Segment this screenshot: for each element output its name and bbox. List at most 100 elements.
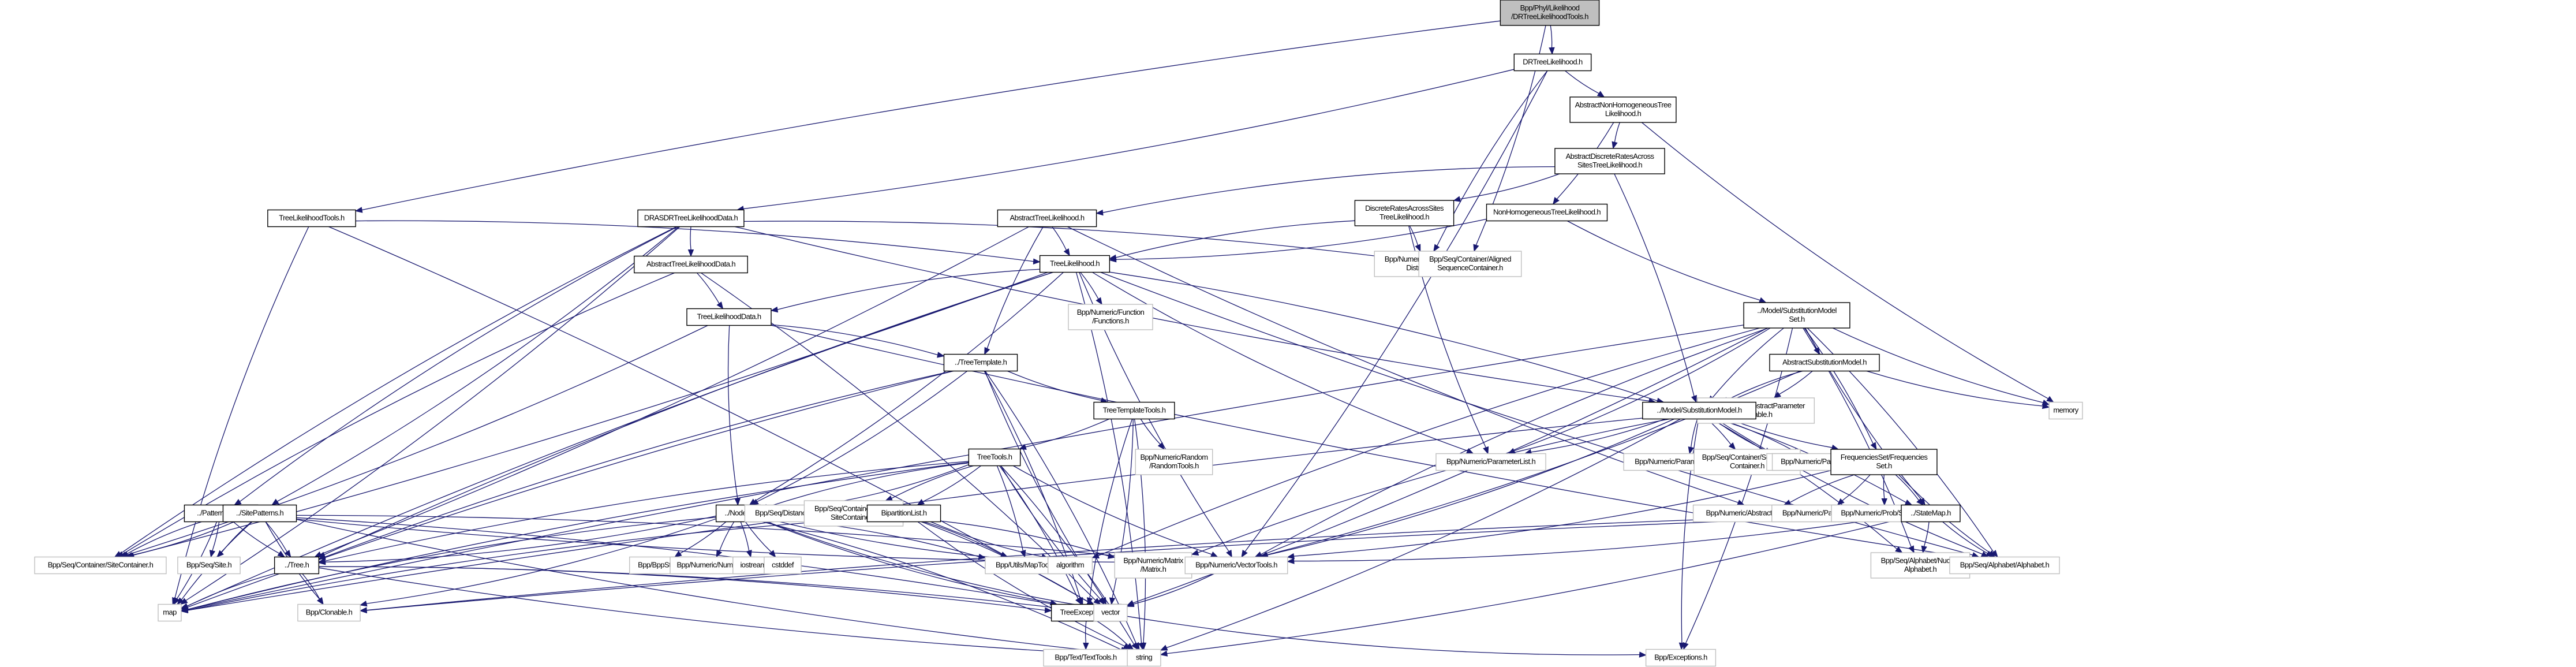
edge-anhtl-to-adrastl bbox=[1612, 122, 1620, 150]
arrowhead-icon bbox=[1019, 444, 1027, 450]
edge-line bbox=[1134, 419, 1146, 643]
edge-statemap-to-vectortools bbox=[1287, 515, 1902, 564]
edge-drasdrtld-to-atld bbox=[687, 226, 694, 257]
node-box bbox=[1769, 353, 1880, 372]
arrowhead-icon bbox=[734, 498, 741, 506]
edge-line bbox=[187, 573, 275, 607]
edge-line bbox=[1566, 220, 1760, 301]
edge-line bbox=[319, 567, 1121, 656]
edge-adrastl-to-atl bbox=[1096, 166, 1555, 216]
node-label: TreeTemplateTools.h bbox=[1103, 406, 1166, 415]
edge-patterntools-to-sitecont bbox=[119, 521, 202, 558]
arrowhead-icon bbox=[209, 550, 216, 558]
node-box bbox=[1569, 96, 1677, 123]
edge-tlt-to-vector bbox=[328, 226, 1095, 605]
arrowhead-icon bbox=[1678, 642, 1685, 650]
node-box bbox=[686, 308, 772, 326]
graph-node-drtl[interactable]: DRTreeLikelihood.h bbox=[1513, 53, 1592, 72]
graph-node-sm[interactable]: ../Model/SubstitutionModel.h bbox=[1642, 401, 1756, 420]
edge-sm-to-exceptions bbox=[1678, 419, 1699, 650]
edge-sm-to-string bbox=[1160, 418, 1681, 651]
edge-line bbox=[1007, 370, 1102, 401]
arrowhead-icon bbox=[1465, 448, 1474, 454]
node-label: /DRTreeLikelihoodTools.h bbox=[1511, 12, 1588, 21]
edge-tl-to-node bbox=[749, 272, 1064, 506]
graph-node-asm[interactable]: AbstractSubstitutionModel.h bbox=[1769, 353, 1880, 372]
edge-tl-to-tld bbox=[770, 269, 1040, 313]
arrowhead-icon bbox=[233, 498, 242, 506]
arrowhead-icon bbox=[1287, 558, 1295, 564]
arrowhead-icon bbox=[1837, 498, 1845, 506]
graph-node-atl[interactable]: AbstractTreeLikelihood.h bbox=[997, 209, 1097, 228]
graph-node-bipart[interactable]: BipartitionList.h bbox=[866, 504, 941, 523]
edge-line bbox=[1685, 327, 1793, 644]
edge-line bbox=[187, 325, 1744, 610]
arrowhead-icon bbox=[984, 346, 990, 355]
edge-sitepatterns-to-sitecont bbox=[125, 521, 234, 558]
arrowhead-icon bbox=[1160, 650, 1168, 657]
edge-statemap-to-string bbox=[1160, 518, 1902, 657]
arrowhead-icon bbox=[1415, 244, 1421, 252]
graph-node-vector: vector bbox=[1093, 603, 1128, 622]
graph-node-sitepatterns[interactable]: ../SitePatterns.h bbox=[222, 504, 297, 523]
node-label: Bpp/Phyl/Likelihood bbox=[1520, 3, 1580, 12]
node-box bbox=[297, 603, 361, 622]
edge-line bbox=[771, 324, 938, 356]
node-label: iostream bbox=[740, 561, 766, 569]
graph-node-statemap[interactable]: ../StateMap.h bbox=[1901, 504, 1961, 523]
node-label: Bpp/Utils/MapTools.h bbox=[996, 561, 1059, 569]
node-label: Alphabet.h bbox=[1904, 565, 1937, 573]
arrowhead-icon bbox=[284, 550, 291, 558]
edge-tree-to-treeexc bbox=[319, 566, 1052, 613]
graph-node-drasdrtld[interactable]: DRASDRTreeLikelihoodData.h bbox=[637, 209, 745, 228]
graph-node-randomtools: Bpp/Numeric/Random/RandomTools.h bbox=[1135, 449, 1213, 475]
graph-node-atld[interactable]: AbstractTreeLikelihoodData.h bbox=[634, 255, 748, 274]
graph-node-tree[interactable]: ../Tree.h bbox=[274, 556, 320, 575]
arrowhead-icon bbox=[770, 306, 779, 313]
node-box bbox=[177, 556, 241, 575]
edge-line bbox=[1895, 474, 1919, 501]
node-label: FrequenciesSet/Frequencies bbox=[1841, 453, 1928, 461]
edge-line bbox=[1614, 173, 1695, 397]
node-label: Bpp/Seq/Container/Aligned bbox=[1429, 255, 1511, 263]
arrowhead-icon bbox=[354, 207, 363, 213]
graph-node-tlt[interactable]: TreeLikelihoodTools.h bbox=[267, 209, 356, 228]
edge-line bbox=[1052, 226, 1067, 251]
graph-node-ttemplate[interactable]: ../TreeTemplate.h bbox=[943, 353, 1018, 372]
edge-tree-to-string bbox=[319, 567, 1128, 658]
edge-sm-to-paramlist bbox=[1524, 418, 1666, 455]
edge-treeexc-to-exceptions bbox=[1121, 614, 1647, 658]
arrowhead-icon bbox=[1096, 209, 1104, 216]
edge-line bbox=[922, 465, 981, 502]
arrowhead-icon bbox=[1758, 297, 1767, 303]
edge-line bbox=[1261, 327, 1769, 555]
edge-line bbox=[745, 521, 772, 553]
graph-node-ttt[interactable]: TreeTemplateTools.h bbox=[1093, 401, 1175, 420]
graph-node-nhtl[interactable]: NonHomogeneousTreeLikelihood.h bbox=[1486, 203, 1608, 222]
edge-line bbox=[361, 20, 1501, 211]
edge-line bbox=[367, 515, 1902, 611]
arrowhead-icon bbox=[1044, 607, 1052, 613]
edge-line bbox=[690, 226, 691, 250]
node-label: Bpp/Text/TextTools.h bbox=[1055, 653, 1117, 662]
arrowhead-icon bbox=[359, 601, 368, 607]
graph-node-adrastl[interactable]: AbstractDiscreteRatesAcrossSitesTreeLike… bbox=[1554, 148, 1665, 174]
node-box bbox=[1500, 0, 1600, 26]
arrowhead-icon bbox=[769, 550, 776, 558]
graph-node-freqset[interactable]: FrequenciesSet/FrequenciesSet.h bbox=[1830, 449, 1938, 475]
arrowhead-icon bbox=[937, 352, 945, 358]
arrowhead-icon bbox=[1483, 446, 1489, 454]
graph-node-tl[interactable]: TreeLikelihood.h bbox=[1039, 255, 1111, 273]
edge-line bbox=[1116, 218, 1487, 260]
edge-line bbox=[125, 521, 202, 555]
graph-node-tld[interactable]: TreeLikelihoodData.h bbox=[686, 308, 772, 326]
graph-node-root[interactable]: Bpp/Phyl/Likelihood/DRTreeLikelihoodTool… bbox=[1500, 0, 1600, 26]
edge-line bbox=[187, 271, 1053, 606]
graph-node-treetools[interactable]: TreeTools.h bbox=[968, 448, 1021, 467]
graph-node-clonable: Bpp/Clonable.h bbox=[297, 603, 361, 622]
graph-node-site: Bpp/Seq/Site.h bbox=[177, 556, 241, 575]
edge-line bbox=[1883, 474, 1885, 499]
